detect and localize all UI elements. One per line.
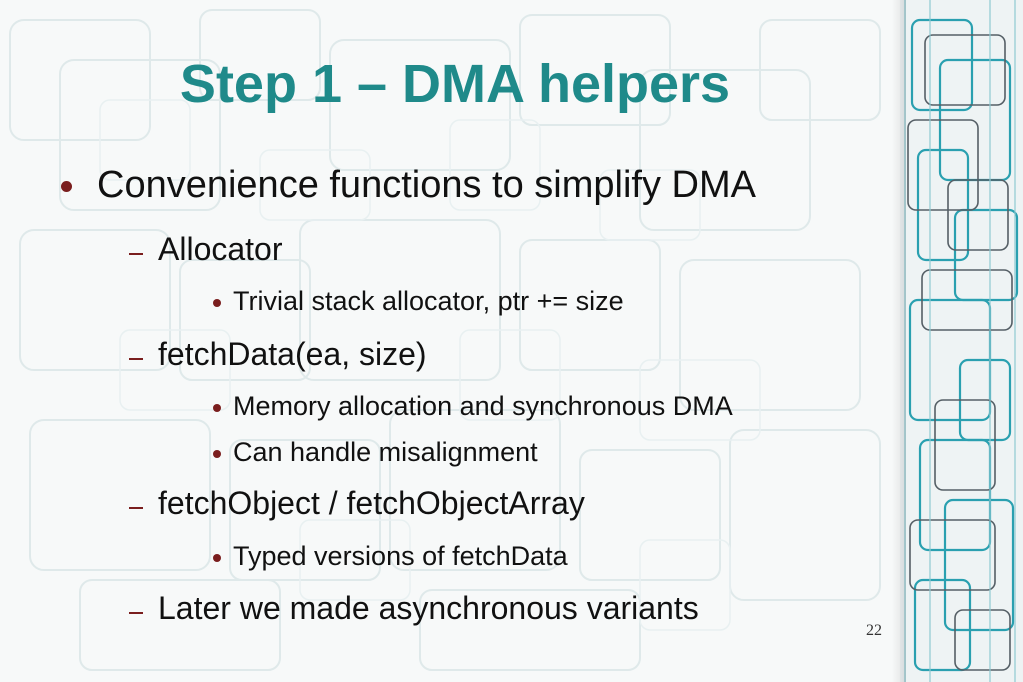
- dash-bullet: [129, 358, 143, 360]
- bullet-dot: [213, 404, 221, 412]
- bullet-item-level2: Allocator: [158, 231, 283, 267]
- bullet-dot: [213, 450, 221, 458]
- dash-bullet: [129, 612, 143, 614]
- bullet-dot: [61, 181, 72, 192]
- page-number: 22: [866, 622, 882, 639]
- bullet-item-level2: Later we made asynchronous variants: [158, 590, 699, 626]
- dash-bullet: [129, 253, 143, 255]
- dash-bullet: [129, 507, 143, 509]
- band-shadow: [892, 0, 906, 682]
- bullet-item-level2: fetchObject / fetchObjectArray: [158, 485, 585, 521]
- bullet-dot: [213, 554, 221, 562]
- bullet-item-level3: Can handle misalignment: [233, 437, 538, 467]
- bullet-item-level3: Memory allocation and synchronous DMA: [233, 391, 733, 421]
- bullet-item-level3: Typed versions of fetchData: [233, 541, 568, 571]
- bullet-item-level2: fetchData(ea, size): [158, 336, 427, 372]
- slide-title: Step 1 – DMA helpers: [179, 54, 731, 114]
- bullet-item-level1: Convenience functions to simplify DMA: [97, 164, 756, 206]
- decorative-circuit-band: [900, 0, 1023, 682]
- bullet-dot: [213, 299, 221, 307]
- bullet-item-level3: Trivial stack allocator, ptr += size: [233, 286, 624, 316]
